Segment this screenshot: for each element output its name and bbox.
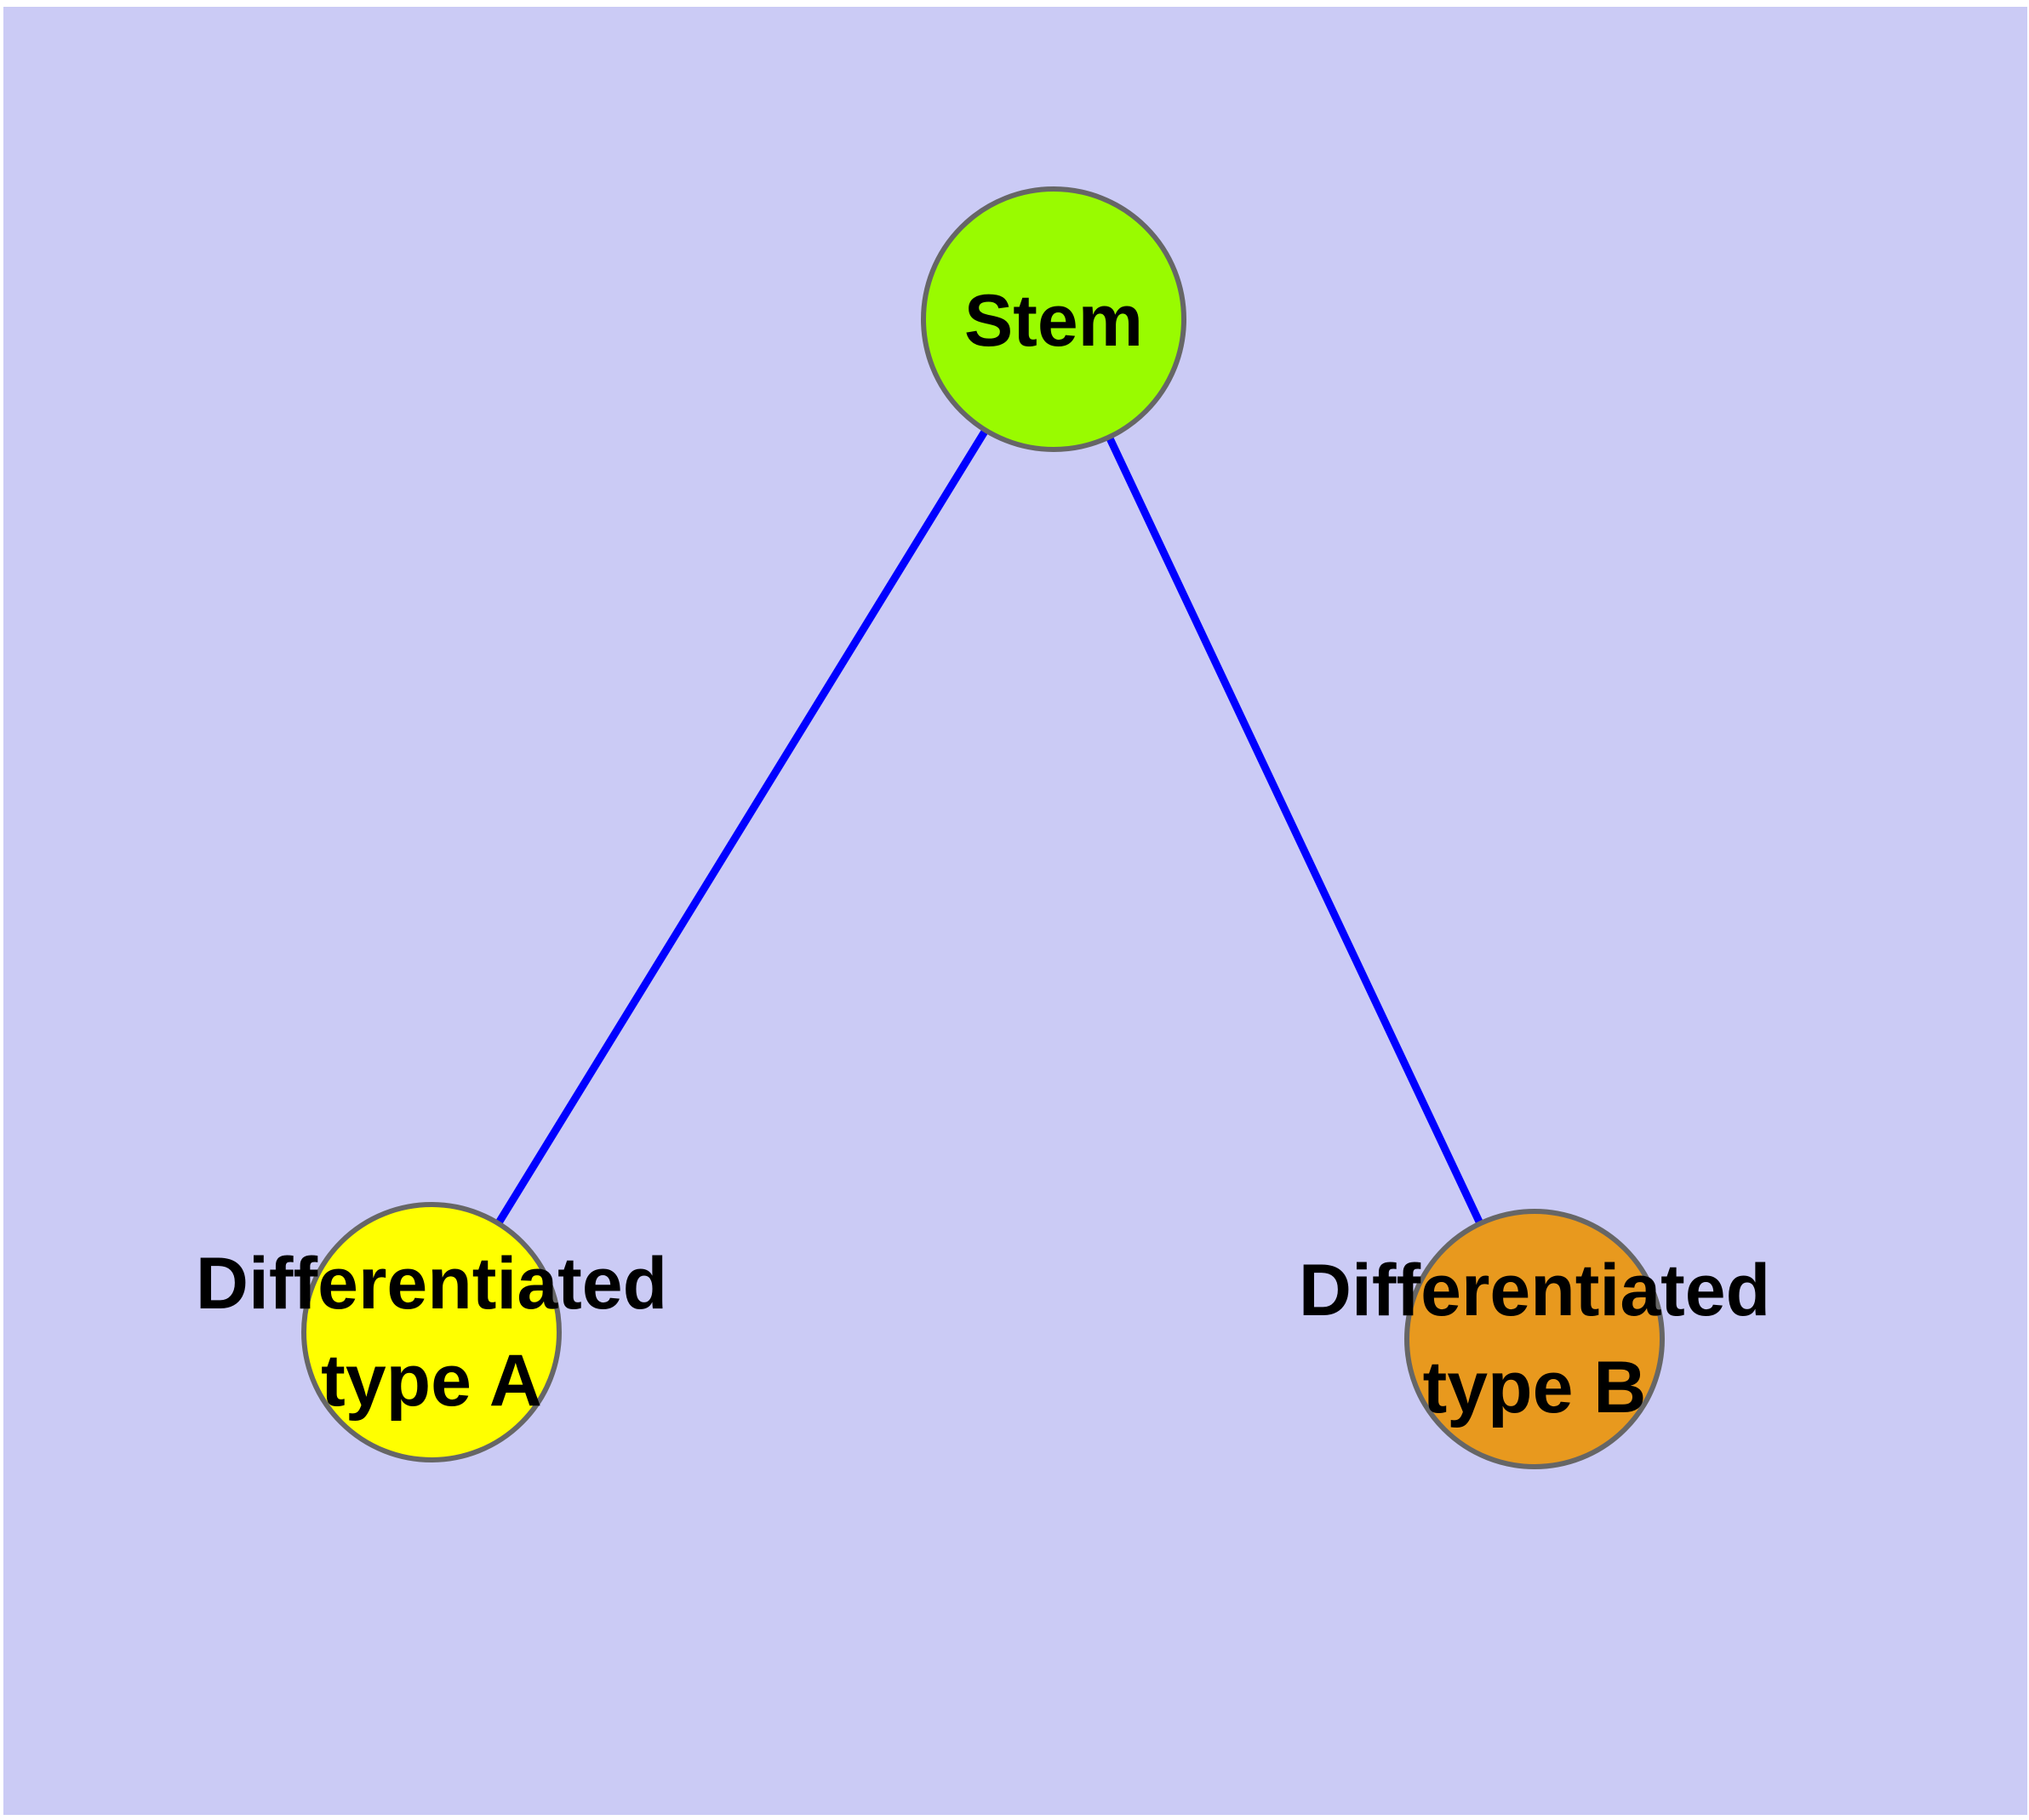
type-a-label-line-1: Differentiated xyxy=(195,1243,668,1325)
stem-label-line: Stem xyxy=(963,280,1144,362)
differentiated-type-b-node xyxy=(1404,1209,1665,1469)
type-b-label-line-1: Differentiated xyxy=(1298,1250,1771,1331)
type-b-label-line-2: type B xyxy=(1422,1347,1647,1428)
edge-stem-to-type-b xyxy=(1049,318,1539,1341)
type-a-label-line-2: type A xyxy=(321,1340,542,1422)
stem-node xyxy=(921,186,1186,452)
edge-stem-to-type-a xyxy=(428,317,1057,1335)
differentiated-type-a-node xyxy=(301,1202,562,1462)
stem-node-label: Stem xyxy=(964,272,1143,369)
differentiated-type-b-label: Differentiated type B xyxy=(1299,1242,1770,1436)
differentiated-type-a-label: Differentiated type A xyxy=(196,1235,667,1429)
